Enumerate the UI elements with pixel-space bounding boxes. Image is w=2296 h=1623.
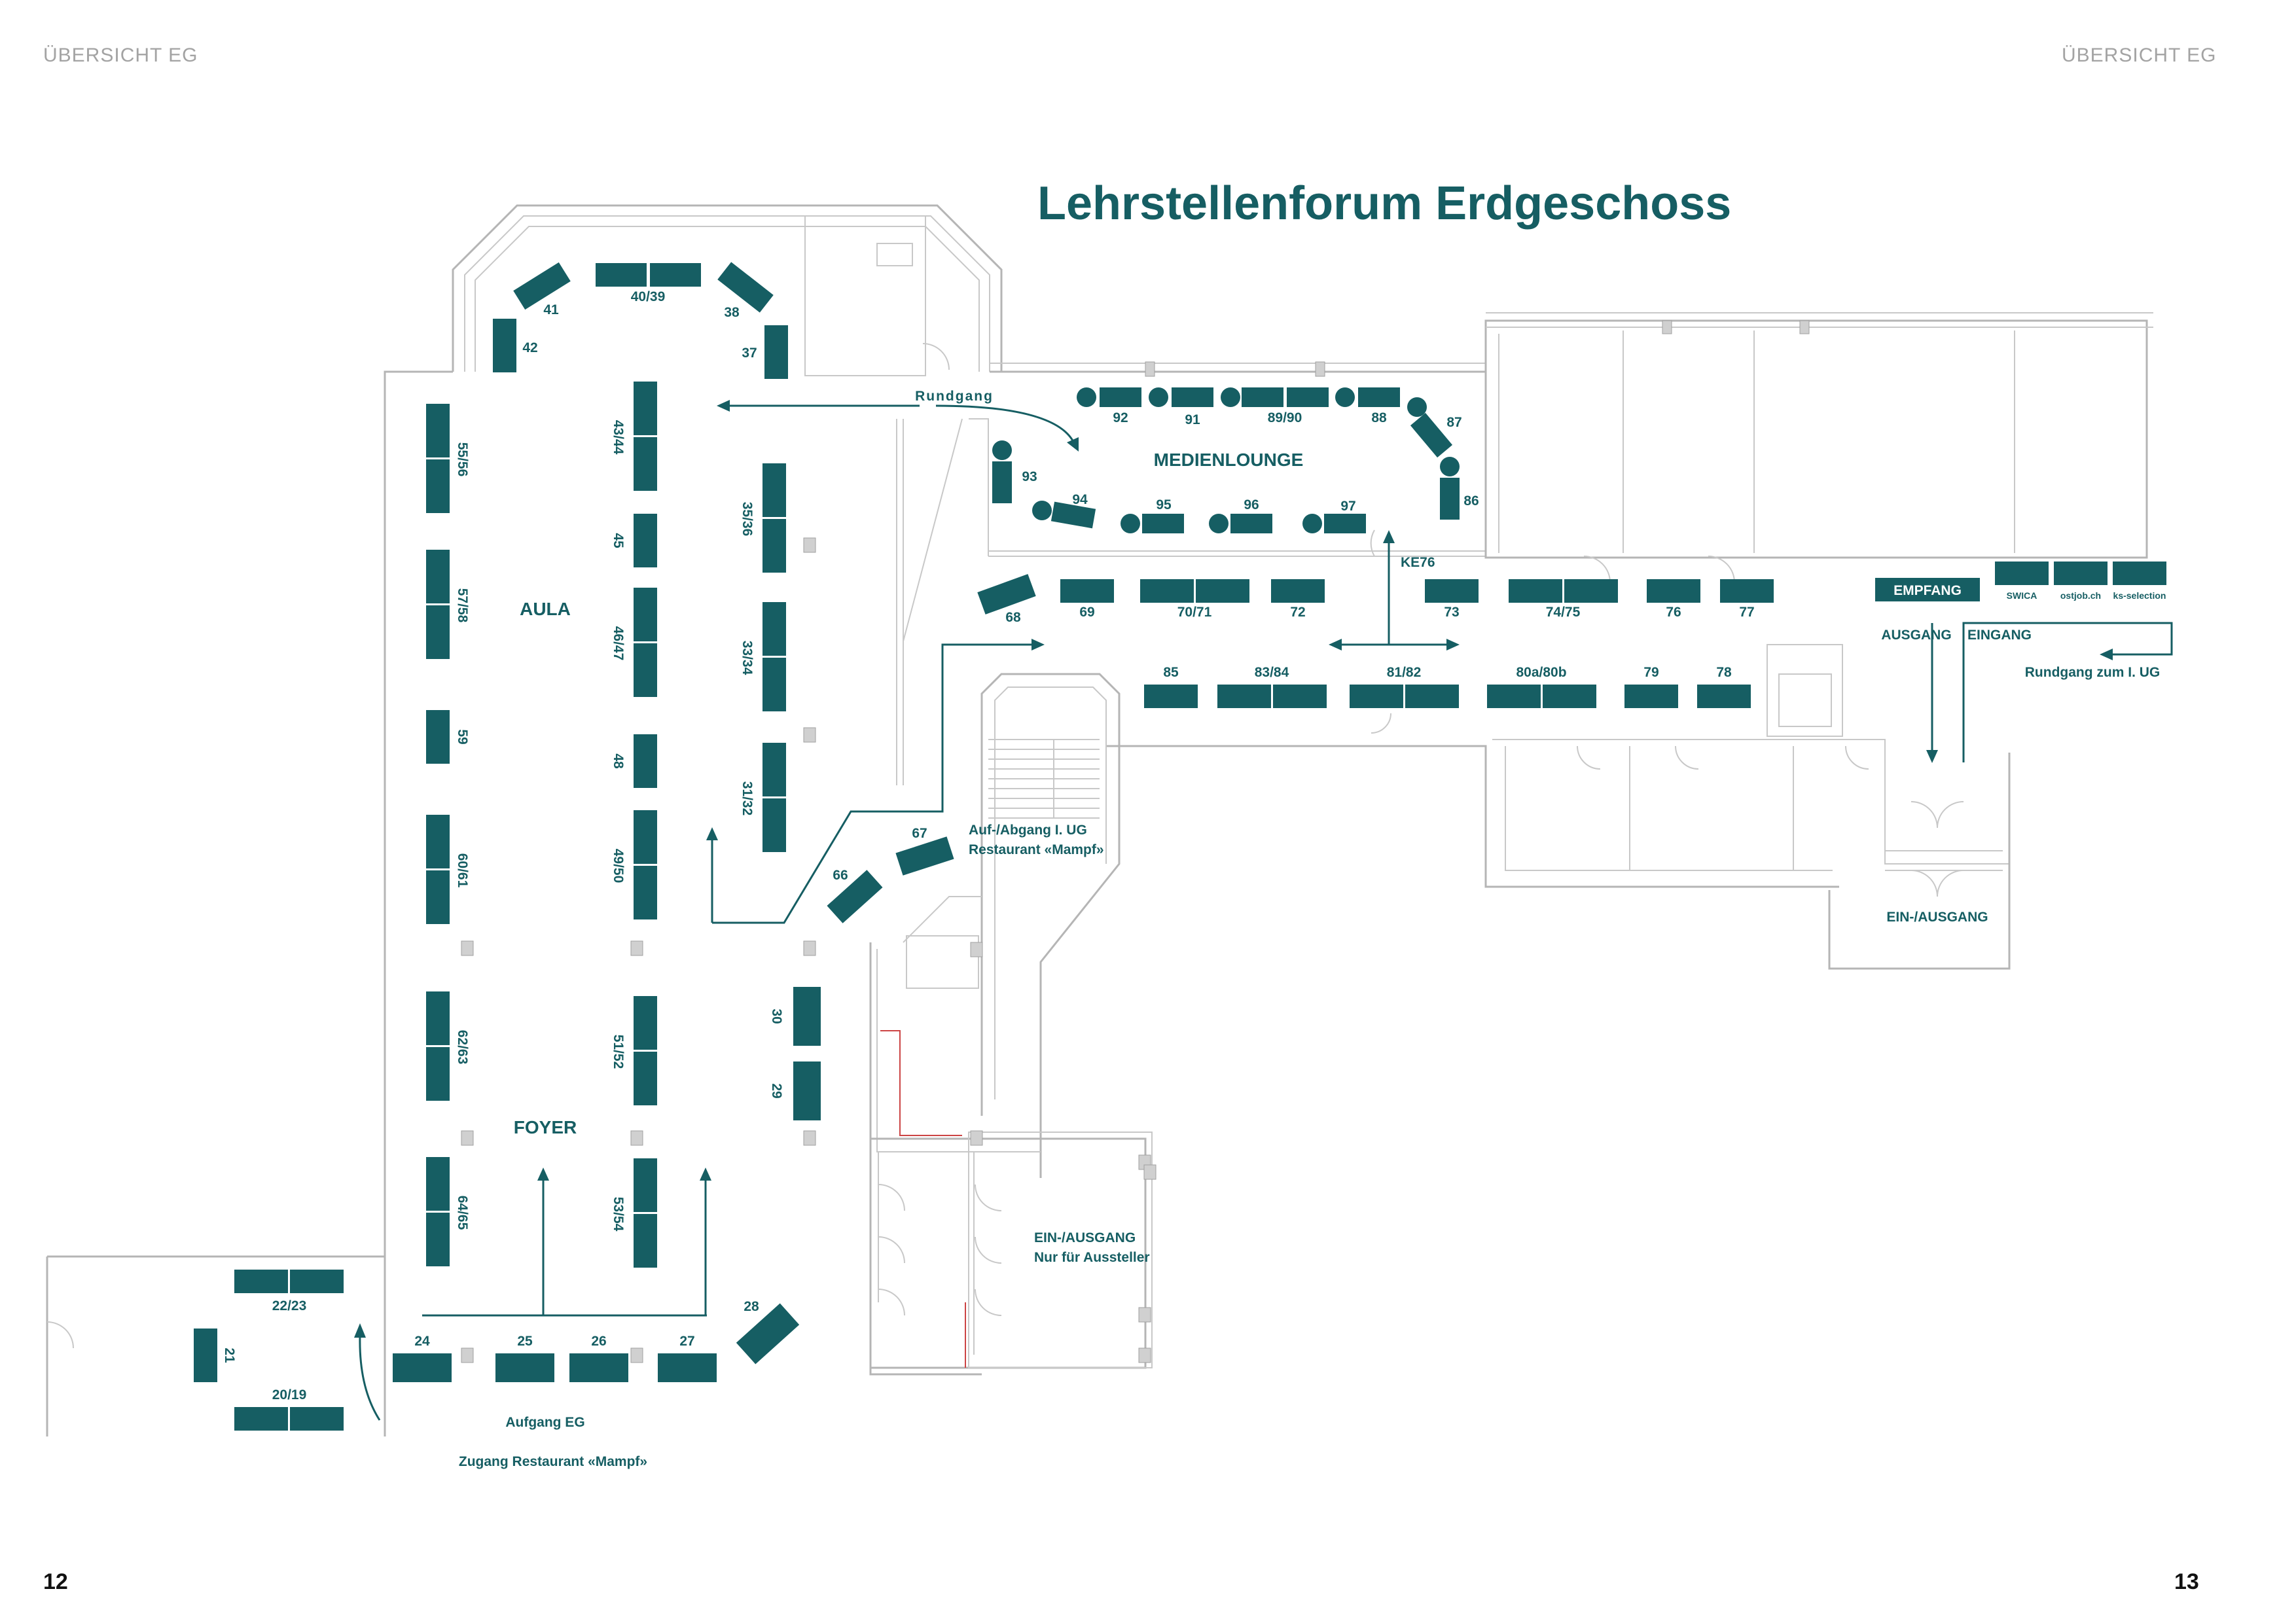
booth-83-84: 83/84 xyxy=(1255,665,1289,680)
booth-24: 24 xyxy=(414,1334,430,1349)
label-aussteller-1: EIN-/AUSGANG xyxy=(1034,1230,1136,1245)
label-aufabgang-1: Auf-/Abgang I. UG xyxy=(969,823,1087,838)
booth-68: 68 xyxy=(1005,610,1021,625)
booth-21: 21 xyxy=(222,1347,237,1363)
booth-29: 29 xyxy=(769,1083,784,1098)
label-aufgang-eg: Aufgang EG xyxy=(505,1415,584,1430)
booth-64-65: 64/65 xyxy=(455,1196,470,1230)
booth-94: 94 xyxy=(1072,492,1088,507)
label-eingang: EINGANG xyxy=(1967,628,2032,643)
booth-35-36: 35/36 xyxy=(740,502,755,537)
label-ks-selection: ks-selection xyxy=(2113,590,2166,601)
booth-67: 67 xyxy=(912,826,927,841)
booth-97: 97 xyxy=(1340,499,1355,514)
booth-20-19: 20/19 xyxy=(272,1387,307,1402)
booths xyxy=(194,262,2166,1431)
booth-37: 37 xyxy=(742,346,757,361)
booth-69: 69 xyxy=(1079,605,1094,620)
booth-79: 79 xyxy=(1643,665,1659,680)
page-number-left: 12 xyxy=(43,1569,68,1594)
booth-41: 41 xyxy=(543,302,559,317)
header-right: ÜBERSICHT EG xyxy=(2062,45,2217,66)
booth-25: 25 xyxy=(517,1334,533,1349)
label-ein-ausgang: EIN-/AUSGANG xyxy=(1886,910,1988,925)
booth-80a-80b: 80a/80b xyxy=(1516,665,1566,680)
label-ke76: KE76 xyxy=(1401,555,1435,570)
booth-38: 38 xyxy=(724,305,740,320)
booth-53-54: 53/54 xyxy=(611,1197,626,1232)
booth-51-52: 51/52 xyxy=(611,1035,626,1069)
booth-89-90: 89/90 xyxy=(1268,410,1302,425)
header-left: ÜBERSICHT EG xyxy=(43,45,198,66)
booth-40-39: 40/39 xyxy=(631,289,666,304)
booth-49-50: 49/50 xyxy=(611,849,626,883)
booth-91: 91 xyxy=(1185,412,1200,427)
booth-45: 45 xyxy=(611,533,626,548)
booth-72: 72 xyxy=(1290,605,1305,620)
label-rundgang: Rundgang xyxy=(915,389,994,404)
booth-46-47: 46/47 xyxy=(611,626,626,661)
label-rundgang-ug: Rundgang zum I. UG xyxy=(2025,665,2160,680)
booth-57-58: 57/58 xyxy=(455,588,470,623)
booth-30: 30 xyxy=(769,1008,784,1024)
page-number-right: 13 xyxy=(2174,1569,2199,1594)
booth-96: 96 xyxy=(1244,497,1259,512)
booth-86: 86 xyxy=(1463,493,1479,508)
area-foyer: FOYER xyxy=(514,1117,577,1137)
booth-22-23: 22/23 xyxy=(272,1298,307,1313)
booth-labels: 41 40/39 38 42 37 55/56 57/58 59 60/61 6… xyxy=(222,289,1755,1402)
routes xyxy=(354,400,2173,1421)
booth-73: 73 xyxy=(1444,605,1459,620)
booth-28: 28 xyxy=(744,1299,759,1314)
booth-66: 66 xyxy=(833,868,848,883)
booth-60-61: 60/61 xyxy=(455,853,470,888)
label-aufabgang-2: Restaurant «Mampf» xyxy=(969,842,1104,857)
label-swica: SWICA xyxy=(2007,590,2037,601)
label-ausgang: AUSGANG xyxy=(1881,628,1951,643)
booth-81-82: 81/82 xyxy=(1387,665,1422,680)
booth-76: 76 xyxy=(1666,605,1681,620)
label-empfang: EMPFANG xyxy=(1893,583,1962,598)
label-zugang: Zugang Restaurant «Mampf» xyxy=(459,1454,647,1469)
booth-55-56: 55/56 xyxy=(455,442,470,477)
area-labels: AULA FOYER MEDIENLOUNGE Rundgang KE76 EM… xyxy=(459,389,2166,1469)
booth-48: 48 xyxy=(611,753,626,769)
booth-70-71: 70/71 xyxy=(1177,605,1212,620)
booth-27: 27 xyxy=(679,1334,694,1349)
walls xyxy=(46,204,2153,1436)
booth-59: 59 xyxy=(455,729,470,744)
area-aula: AULA xyxy=(520,599,571,619)
booth-85: 85 xyxy=(1163,665,1179,680)
booth-42: 42 xyxy=(522,340,537,355)
booth-87: 87 xyxy=(1446,415,1462,430)
page-title: Lehrstellenforum Erdgeschoss xyxy=(1037,177,1731,230)
booth-31-32: 31/32 xyxy=(740,781,755,816)
booth-77: 77 xyxy=(1739,605,1754,620)
area-medienlounge: MEDIENLOUNGE xyxy=(1154,450,1304,470)
booth-74-75: 74/75 xyxy=(1546,605,1581,620)
booth-88: 88 xyxy=(1371,410,1387,425)
booth-26: 26 xyxy=(591,1334,606,1349)
booth-95: 95 xyxy=(1156,497,1172,512)
booth-78: 78 xyxy=(1716,665,1732,680)
pillars xyxy=(461,320,1810,1363)
label-ostjob: ostjob.ch xyxy=(2060,590,2101,601)
booth-92: 92 xyxy=(1113,410,1128,425)
label-aussteller-2: Nur für Aussteller xyxy=(1034,1250,1150,1265)
booth-33-34: 33/34 xyxy=(740,641,755,675)
booth-62-63: 62/63 xyxy=(455,1030,470,1065)
booth-93: 93 xyxy=(1022,469,1037,484)
booth-43-44: 43/44 xyxy=(611,420,626,455)
